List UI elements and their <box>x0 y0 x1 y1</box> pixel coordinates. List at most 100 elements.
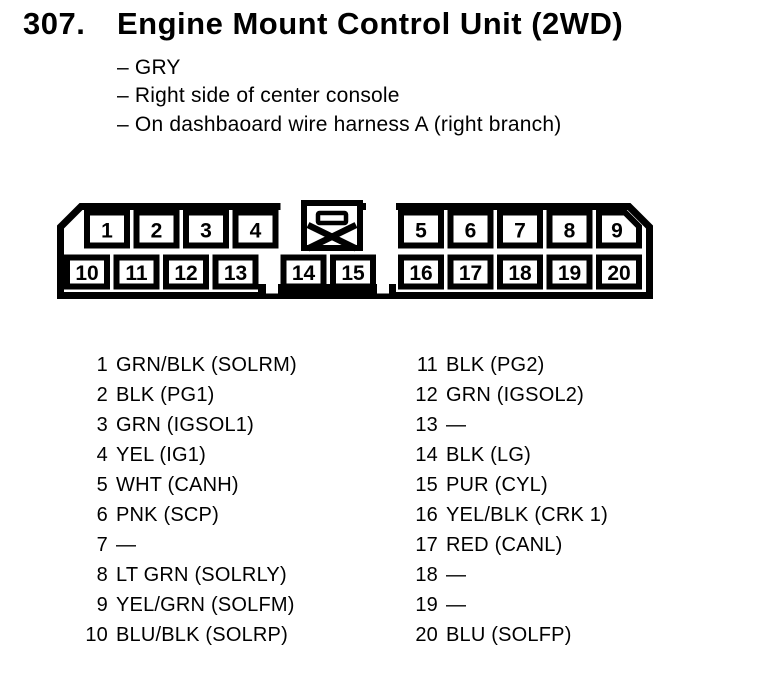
pin-row-9: 9 YEL/GRN (SOLFM) <box>80 590 297 620</box>
cavity-number-2: 2 <box>151 220 163 243</box>
page-title: Engine Mount Control Unit (2WD) <box>117 6 624 41</box>
cavity-number-16: 16 <box>409 262 432 285</box>
pin-wire-label: — <box>446 593 467 616</box>
cavity-number-5: 5 <box>415 220 427 243</box>
pin-cavity-box-15 <box>330 254 376 290</box>
note-harness: – On dashbaoard wire harness A (right br… <box>117 112 562 136</box>
pin-wire-label: BLK (LG) <box>446 443 531 466</box>
pin-wire-label: BLU/BLK (SOLRP) <box>116 623 288 646</box>
cavity-number-18: 18 <box>508 262 532 285</box>
pin-number: 16 <box>415 503 438 526</box>
pin-number: 5 <box>96 473 108 496</box>
pin-cavity-box-13 <box>212 254 259 290</box>
pin-number: 6 <box>96 503 108 526</box>
pin-wire-label: GRN/BLK (SOLRM) <box>116 353 297 376</box>
pin-row-16: 16 YEL/BLK (CRK 1) <box>410 500 608 530</box>
pin-row-1: 1 GRN/BLK (SOLRM) <box>80 350 297 380</box>
pin-cavity-box-20 <box>596 254 642 290</box>
connector-diagram: 1 2 3 4 5 6 7 8 9 10 11 12 13 14 15 16 1… <box>57 200 653 304</box>
pin-cavity-box-17 <box>447 254 494 290</box>
pin-row-3: 3 GRN (IGSOL1) <box>80 410 297 440</box>
cavity-number-14: 14 <box>292 262 316 285</box>
pin-cavity-box-19 <box>546 254 593 290</box>
pin-row-13: 13— <box>410 410 608 440</box>
pin-row-2: 2 BLK (PG1) <box>80 380 297 410</box>
pin-row-14: 14 BLK (LG) <box>410 440 608 470</box>
pin-row-18: 18 — <box>410 560 608 590</box>
note-location: – Right side of center console <box>117 84 400 108</box>
pin-cavity-box-14 <box>280 254 327 290</box>
pin-number: 3 <box>96 413 108 436</box>
pin-wire-label: PNK (SCP) <box>116 503 219 526</box>
pin-wire-label: BLK (PG1) <box>116 383 215 406</box>
pin-number: 15 <box>415 473 438 496</box>
latch-slot <box>315 210 349 226</box>
cavity-number-3: 3 <box>200 220 212 243</box>
latch-cross-line-2 <box>306 222 358 252</box>
pin-number: 18 <box>415 563 438 586</box>
pin-list-right: 11 BLK (PG2) 12 GRN (IGSOL2) 13— 14 BLK (LG… <box>410 350 608 650</box>
pin-number: 17 <box>415 533 438 556</box>
pin-wire-label: — <box>446 413 467 436</box>
pin-wire-label: BLK (PG2) <box>446 353 545 376</box>
pin-number: 10 <box>85 623 108 646</box>
pin-wire-label: GRN (IGSOL1) <box>116 413 254 436</box>
top-edge-gap-right <box>366 200 396 211</box>
pin-cavity-box-2 <box>133 209 180 249</box>
cavity-number-12: 12 <box>174 262 197 285</box>
pin-cavity-box-7 <box>497 209 543 249</box>
cavity-number-1: 1 <box>101 220 113 243</box>
pin-wire-label: — <box>116 533 137 556</box>
pin-cavity-box-11 <box>113 254 160 290</box>
pin-row-11: 11 BLK (PG2) <box>410 350 608 380</box>
pin-number: 2 <box>96 383 108 406</box>
note-connector-color: – GRY <box>117 56 181 79</box>
connector-face: 1 2 3 4 5 6 7 8 9 10 11 12 13 14 15 16 1… <box>57 200 653 299</box>
pin-wire-label: — <box>446 563 467 586</box>
pin-wire-label: YEL/GRN (SOLFM) <box>116 593 295 616</box>
pin-number: 11 <box>416 353 438 376</box>
cavity-number-15: 15 <box>341 262 365 285</box>
cavity-number-8: 8 <box>564 220 576 243</box>
pin-wire-label: YEL (IG1) <box>116 443 206 466</box>
pin-number: 8 <box>96 563 108 586</box>
pin-number: 9 <box>96 593 108 616</box>
pin-row-7: 7— <box>80 530 297 560</box>
cavity-number-4: 4 <box>250 220 262 243</box>
pin-cavity-box-12 <box>163 254 209 290</box>
pin-row-12: 12 GRN (IGSOL2) <box>410 380 608 410</box>
pin-row-10: 10 BLU/BLK (SOLRP) <box>80 620 297 650</box>
cavity-number-19: 19 <box>558 262 581 285</box>
pin-cavity-box-10 <box>64 254 110 290</box>
pin-cavity-box-4 <box>232 209 279 249</box>
pin-cavity-box-18 <box>497 254 543 290</box>
cavity-number-10: 10 <box>75 262 98 285</box>
pin-number: 20 <box>415 623 438 646</box>
cavity-number-9: 9 <box>611 220 623 243</box>
pin-number: 4 <box>96 443 108 466</box>
pin-number: 7 <box>96 533 108 556</box>
pin-cavity-box-6 <box>447 209 494 249</box>
pin-wire-label: YEL/BLK (CRK 1) <box>446 503 608 526</box>
pin-number: 14 <box>415 443 438 466</box>
top-edge-gap-left <box>280 200 301 211</box>
cavity-number-7: 7 <box>514 220 526 243</box>
pin-number: 1 <box>96 353 108 376</box>
pin-cavity-box-5 <box>398 209 444 249</box>
pin-wire-label: GRN (IGSOL2) <box>446 383 584 406</box>
connector-notes: – GRY – Right side of center console – O… <box>117 54 561 139</box>
pin-row-6: 6 PNK (SCP) <box>80 500 297 530</box>
cavity-number-17: 17 <box>459 262 482 285</box>
cavity-number-6: 6 <box>465 220 477 243</box>
pin-cavity-box-1 <box>84 209 130 249</box>
pin-list-left: 1 GRN/BLK (SOLRM) 2 BLK (PG1) 3 GRN (IGSOL1… <box>80 350 297 650</box>
pin-number: 12 <box>415 383 438 406</box>
pin-row-19: 19 — <box>410 590 608 620</box>
pin-number: 19 <box>415 593 438 616</box>
pin-cavity-box-3 <box>183 209 229 249</box>
